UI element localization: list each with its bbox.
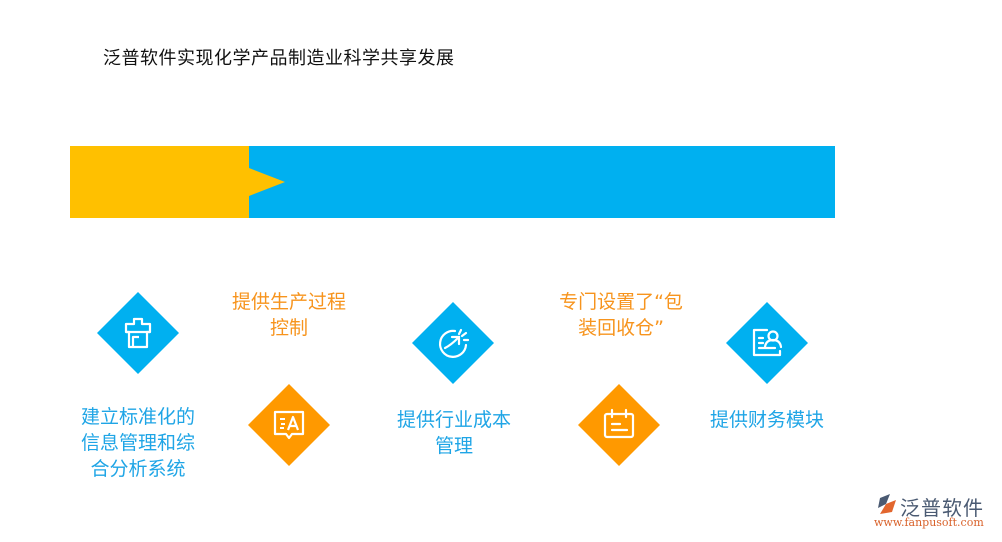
- item-label-4: 专门设置了“包 装回收仓”: [546, 289, 696, 341]
- page-title: 泛普软件实现化学产品制造业科学共享发展: [103, 48, 455, 69]
- item-1-line-1: 建立标准化的: [80, 406, 195, 428]
- logo-name: 泛普软件: [900, 496, 984, 520]
- item-3-line-1: 提供行业成本: [396, 409, 511, 431]
- growth-arrow-circle-icon: [439, 328, 470, 358]
- item-1-line-3: 合分析系统: [90, 458, 186, 480]
- user-card-icon: [752, 328, 783, 357]
- banner-arrow-shape: [70, 146, 835, 218]
- item-4-line-2: 装回收仓”: [578, 317, 664, 339]
- item-label-2: 提供生产过程 控制: [222, 289, 356, 341]
- item-1-line-2: 信息管理和综: [80, 432, 195, 454]
- item-label-1: 建立标准化的 信息管理和综 合分析系统: [72, 404, 204, 482]
- briefcase-icon: [124, 317, 152, 349]
- item-2-line-2: 控制: [269, 317, 308, 339]
- calendar-icon: [603, 408, 635, 439]
- translate-chat-icon: [273, 410, 305, 440]
- item-3-line-2: 管理: [434, 435, 473, 457]
- item-label-3: 提供行业成本 管理: [387, 407, 521, 459]
- fanpu-logo: 泛普软件 www.fanpusoft.com: [872, 494, 1000, 534]
- item-2-line-1: 提供生产过程: [231, 291, 346, 313]
- item-label-5: 提供财务模块: [700, 407, 834, 433]
- logo-mark-icon: [878, 494, 896, 514]
- item-5-line-1: 提供财务模块: [709, 409, 824, 431]
- banner-bar: [70, 146, 835, 218]
- logo-url: www.fanpusoft.com: [874, 516, 984, 529]
- item-4-line-1: 专门设置了“包: [559, 291, 683, 313]
